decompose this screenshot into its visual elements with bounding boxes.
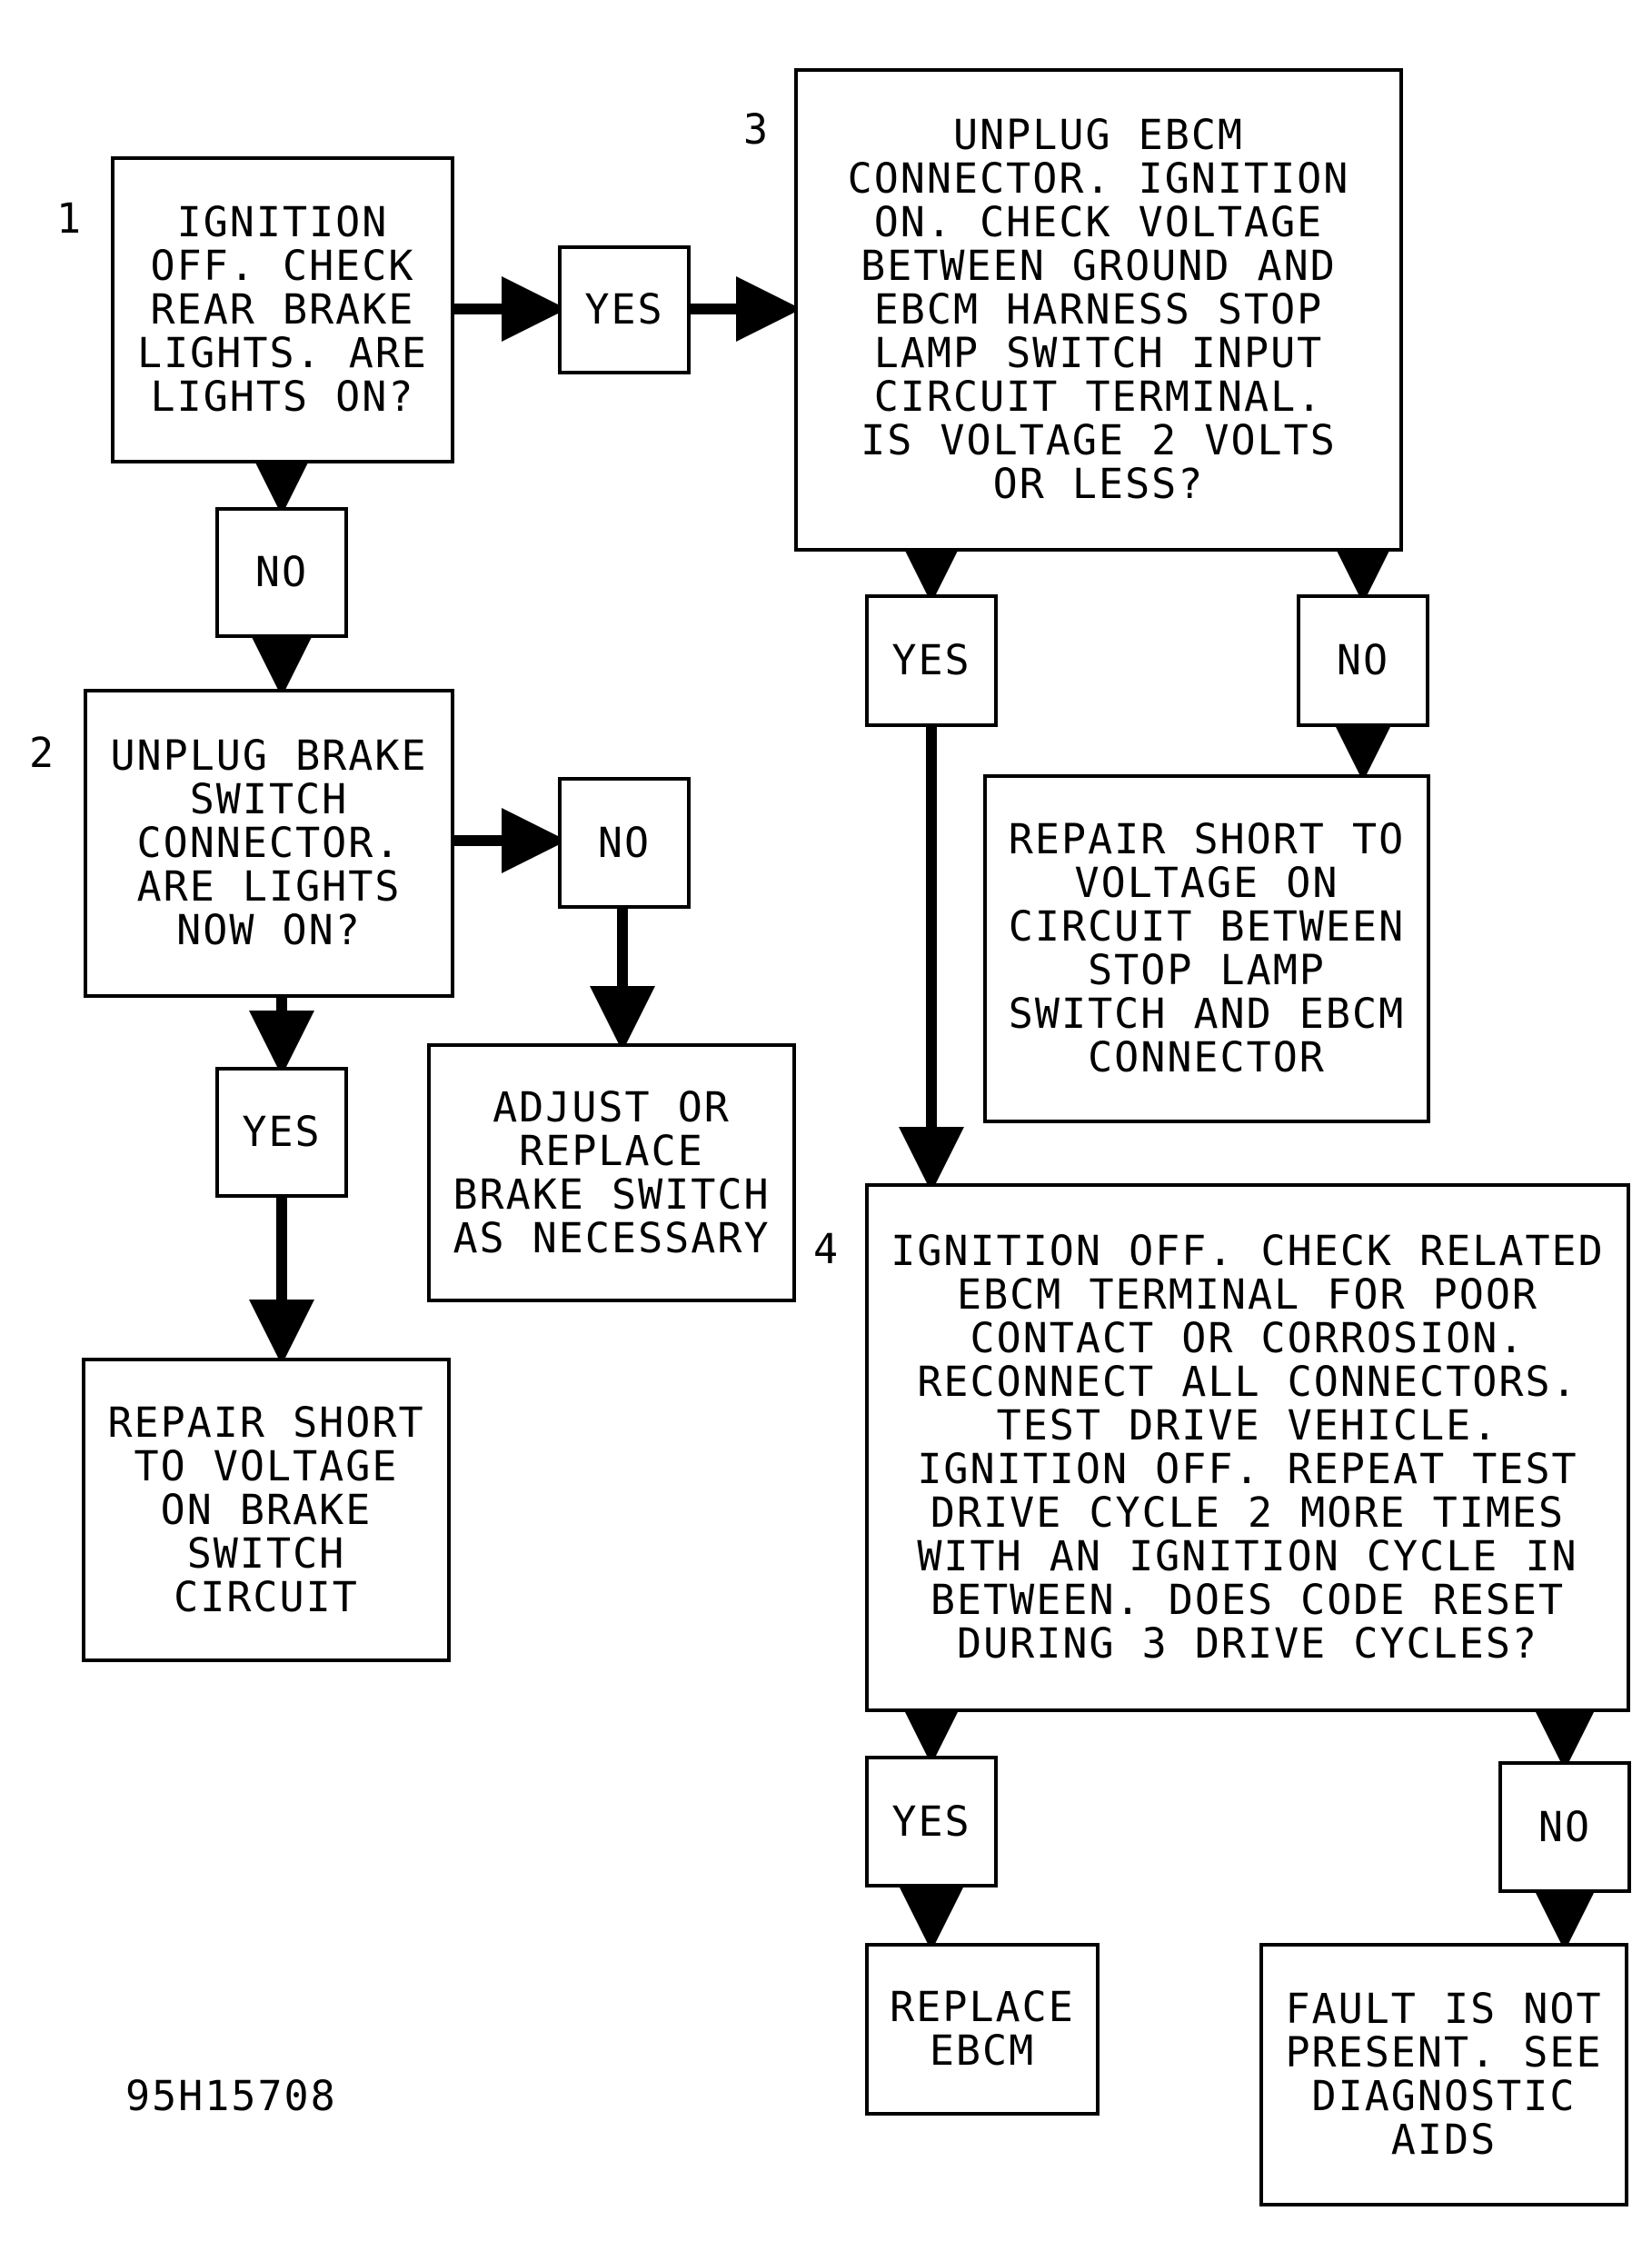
figure-reference: 95H15708 (125, 2072, 337, 2120)
answer-yes-step-3: YES (865, 594, 998, 727)
step-number-3: 3 (743, 105, 769, 154)
answer-label: NO (254, 548, 309, 596)
answer-label: NO (1336, 636, 1390, 684)
answer-yes-step-4: YES (865, 1756, 998, 1887)
answer-label: YES (891, 636, 971, 684)
result-repair-switch-box: REPAIR SHORT TO VOLTAGE ON BRAKE SWITCH … (82, 1358, 451, 1662)
step-3-box: UNPLUG EBCM CONNECTOR. IGNITION ON. CHEC… (794, 68, 1403, 552)
answer-yes-step-1: YES (558, 245, 691, 374)
answer-label: YES (242, 1108, 322, 1156)
result-fault-not-present-box: FAULT IS NOT PRESENT. SEE DIAGNOSTIC AID… (1259, 1943, 1628, 2206)
result-replace-ebcm-text: REPLACE EBCM (890, 1983, 1075, 2075)
step-4-text: IGNITION OFF. CHECK RELATED EBCM TERMINA… (891, 1227, 1605, 1668)
step-number-2: 2 (29, 729, 55, 777)
step-3-text: UNPLUG EBCM CONNECTOR. IGNITION ON. CHEC… (847, 111, 1350, 508)
result-repair-lamp-box: REPAIR SHORT TO VOLTAGE ON CIRCUIT BETWE… (983, 774, 1430, 1123)
result-repair-switch-text: REPAIR SHORT TO VOLTAGE ON BRAKE SWITCH … (107, 1398, 425, 1621)
step-number-4: 4 (813, 1225, 839, 1273)
step-1-box: IGNITION OFF. CHECK REAR BRAKE LIGHTS. A… (111, 156, 454, 463)
step-4-box: IGNITION OFF. CHECK RELATED EBCM TERMINA… (865, 1183, 1630, 1712)
answer-yes-step-2: YES (215, 1067, 348, 1198)
result-fault-not-present-text: FAULT IS NOT PRESENT. SEE DIAGNOSTIC AID… (1285, 1985, 1603, 2164)
answer-no-step-1: NO (215, 507, 348, 638)
answer-label: YES (584, 285, 664, 334)
result-repair-lamp-text: REPAIR SHORT TO VOLTAGE ON CIRCUIT BETWE… (1008, 815, 1406, 1081)
answer-no-step-3: NO (1297, 594, 1429, 727)
answer-no-step-2: NO (558, 777, 691, 909)
step-2-box: UNPLUG BRAKE SWITCH CONNECTOR. ARE LIGHT… (84, 689, 454, 998)
step-number-1: 1 (56, 194, 82, 243)
step-1-text: IGNITION OFF. CHECK REAR BRAKE LIGHTS. A… (136, 198, 428, 421)
result-adjust-switch-box: ADJUST OR REPLACE BRAKE SWITCH AS NECESS… (427, 1043, 796, 1302)
answer-label: NO (1538, 1802, 1592, 1851)
result-adjust-switch-text: ADJUST OR REPLACE BRAKE SWITCH AS NECESS… (453, 1082, 771, 1262)
step-2-text: UNPLUG BRAKE SWITCH CONNECTOR. ARE LIGHT… (110, 732, 428, 954)
answer-label: YES (891, 1797, 971, 1846)
result-replace-ebcm-box: REPLACE EBCM (865, 1943, 1100, 2116)
answer-no-step-4: NO (1498, 1761, 1631, 1893)
answer-label: NO (597, 818, 652, 867)
